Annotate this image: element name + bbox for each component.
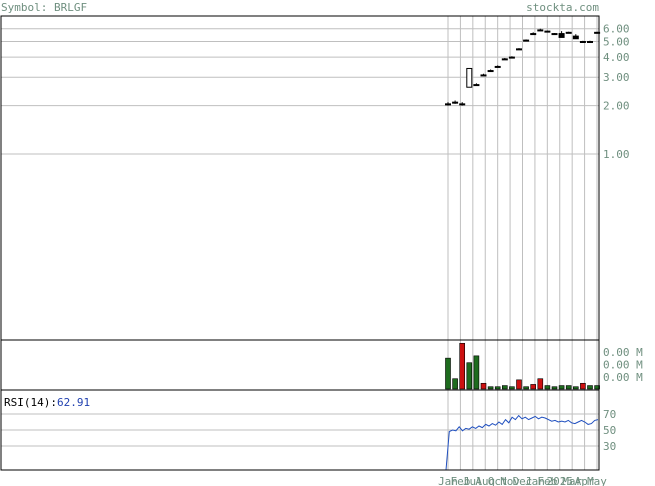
volume-tick-label: 0.00 M bbox=[603, 359, 643, 372]
rsi-line bbox=[445, 414, 599, 471]
price-tick-label: 6.00 bbox=[603, 23, 630, 36]
date-tick-label: Oct bbox=[488, 475, 508, 486]
candle-body bbox=[579, 40, 586, 43]
price-panel-frame bbox=[0, 15, 600, 341]
candle-body bbox=[551, 33, 558, 36]
date-tick-label: Feb bbox=[450, 475, 470, 486]
date-tick-label: Jan bbox=[438, 475, 458, 486]
volume-bar bbox=[473, 355, 480, 390]
volume-bar bbox=[523, 386, 529, 390]
volume-bar bbox=[459, 342, 466, 390]
site-label: stockta.com bbox=[526, 1, 599, 14]
volume-bar bbox=[445, 357, 451, 390]
volume-bar bbox=[509, 386, 515, 390]
volume-bar bbox=[530, 384, 537, 390]
candle-body bbox=[473, 84, 480, 87]
date-tick-label: Feb bbox=[537, 475, 557, 486]
date-tick-label: 2025 bbox=[547, 475, 574, 486]
rsi-tick-label: 50 bbox=[603, 424, 616, 437]
volume-bar bbox=[587, 385, 593, 390]
date-tick-label: Aug bbox=[475, 475, 495, 486]
volume-bar bbox=[466, 362, 473, 390]
date-tick-label: Jul bbox=[463, 475, 483, 486]
rsi-panel-frame bbox=[0, 389, 600, 471]
symbol-label: Symbol: BRLGF bbox=[1, 1, 87, 14]
date-tick-label: May bbox=[587, 475, 607, 486]
volume-bar bbox=[594, 385, 600, 390]
volume-bar bbox=[494, 386, 501, 390]
volume-tick-label: 0.00 M bbox=[603, 346, 643, 359]
candle-body bbox=[508, 56, 515, 59]
rsi-grid bbox=[1, 413, 599, 447]
price-candles bbox=[445, 28, 601, 106]
rsi-value: 62.91 bbox=[57, 396, 90, 409]
price-tick-label: 1.00 bbox=[603, 148, 630, 161]
volume-bar bbox=[558, 385, 565, 390]
volume-tick-label: 0.00 M bbox=[603, 371, 643, 384]
volume-bar bbox=[544, 385, 551, 390]
rsi-label: RSI(14): bbox=[4, 396, 57, 409]
volume-bar bbox=[487, 386, 494, 390]
candle-body bbox=[466, 67, 473, 88]
candle-body bbox=[558, 33, 565, 38]
date-tick-label: Mar bbox=[562, 475, 582, 486]
candle-body bbox=[516, 48, 522, 51]
candle-body bbox=[523, 39, 530, 42]
volume-bars bbox=[445, 342, 600, 390]
rsi-axis-labels: 70 50 30 bbox=[603, 408, 616, 453]
candle-body bbox=[494, 65, 501, 68]
candle-body bbox=[587, 40, 593, 43]
date-tick-label: Nov bbox=[500, 475, 520, 486]
rsi-legend: RSI(14):62.91 bbox=[4, 396, 90, 409]
date-tick-label: Apr bbox=[575, 475, 595, 486]
price-tick-label: 5.00 bbox=[603, 35, 630, 48]
candle-body bbox=[572, 35, 579, 40]
price-tick-label: 3.00 bbox=[603, 71, 630, 84]
volume-bar bbox=[572, 386, 579, 390]
volume-bar bbox=[452, 378, 458, 390]
candle-body bbox=[445, 103, 451, 106]
candle-body bbox=[487, 70, 494, 73]
candle-body bbox=[501, 58, 508, 61]
date-gridlines bbox=[447, 16, 598, 470]
candle-body bbox=[452, 101, 459, 104]
candle-body bbox=[480, 74, 487, 77]
volume-bar bbox=[501, 385, 508, 390]
candle-body bbox=[565, 31, 572, 34]
price-tick-label: 4.00 bbox=[603, 51, 630, 64]
volume-axis-labels: 0.00 M0.00 M0.00 M bbox=[603, 346, 643, 384]
volume-panel-frame bbox=[0, 339, 600, 391]
date-tick-label: Dec bbox=[513, 475, 533, 486]
volume-bar bbox=[551, 386, 558, 390]
volume-bar bbox=[565, 385, 572, 390]
price-axis-labels: 6.005.00 4.00 3.00 2.00 1.00 bbox=[603, 23, 630, 161]
price-tick-label: 2.00 bbox=[603, 100, 630, 113]
date-tick-label: Jan bbox=[525, 475, 545, 486]
rsi-tick-label: 30 bbox=[603, 440, 616, 453]
candle-body bbox=[530, 33, 537, 36]
volume-bar bbox=[480, 382, 487, 390]
candle-body bbox=[594, 31, 601, 34]
price-grid bbox=[1, 28, 599, 155]
candle-body bbox=[544, 30, 551, 33]
volume-bar bbox=[516, 379, 522, 390]
candle-body bbox=[537, 29, 544, 32]
candle-body bbox=[459, 103, 466, 106]
volume-bar bbox=[537, 378, 544, 390]
rsi-tick-label: 70 bbox=[603, 408, 616, 421]
volume-bar bbox=[580, 382, 586, 390]
